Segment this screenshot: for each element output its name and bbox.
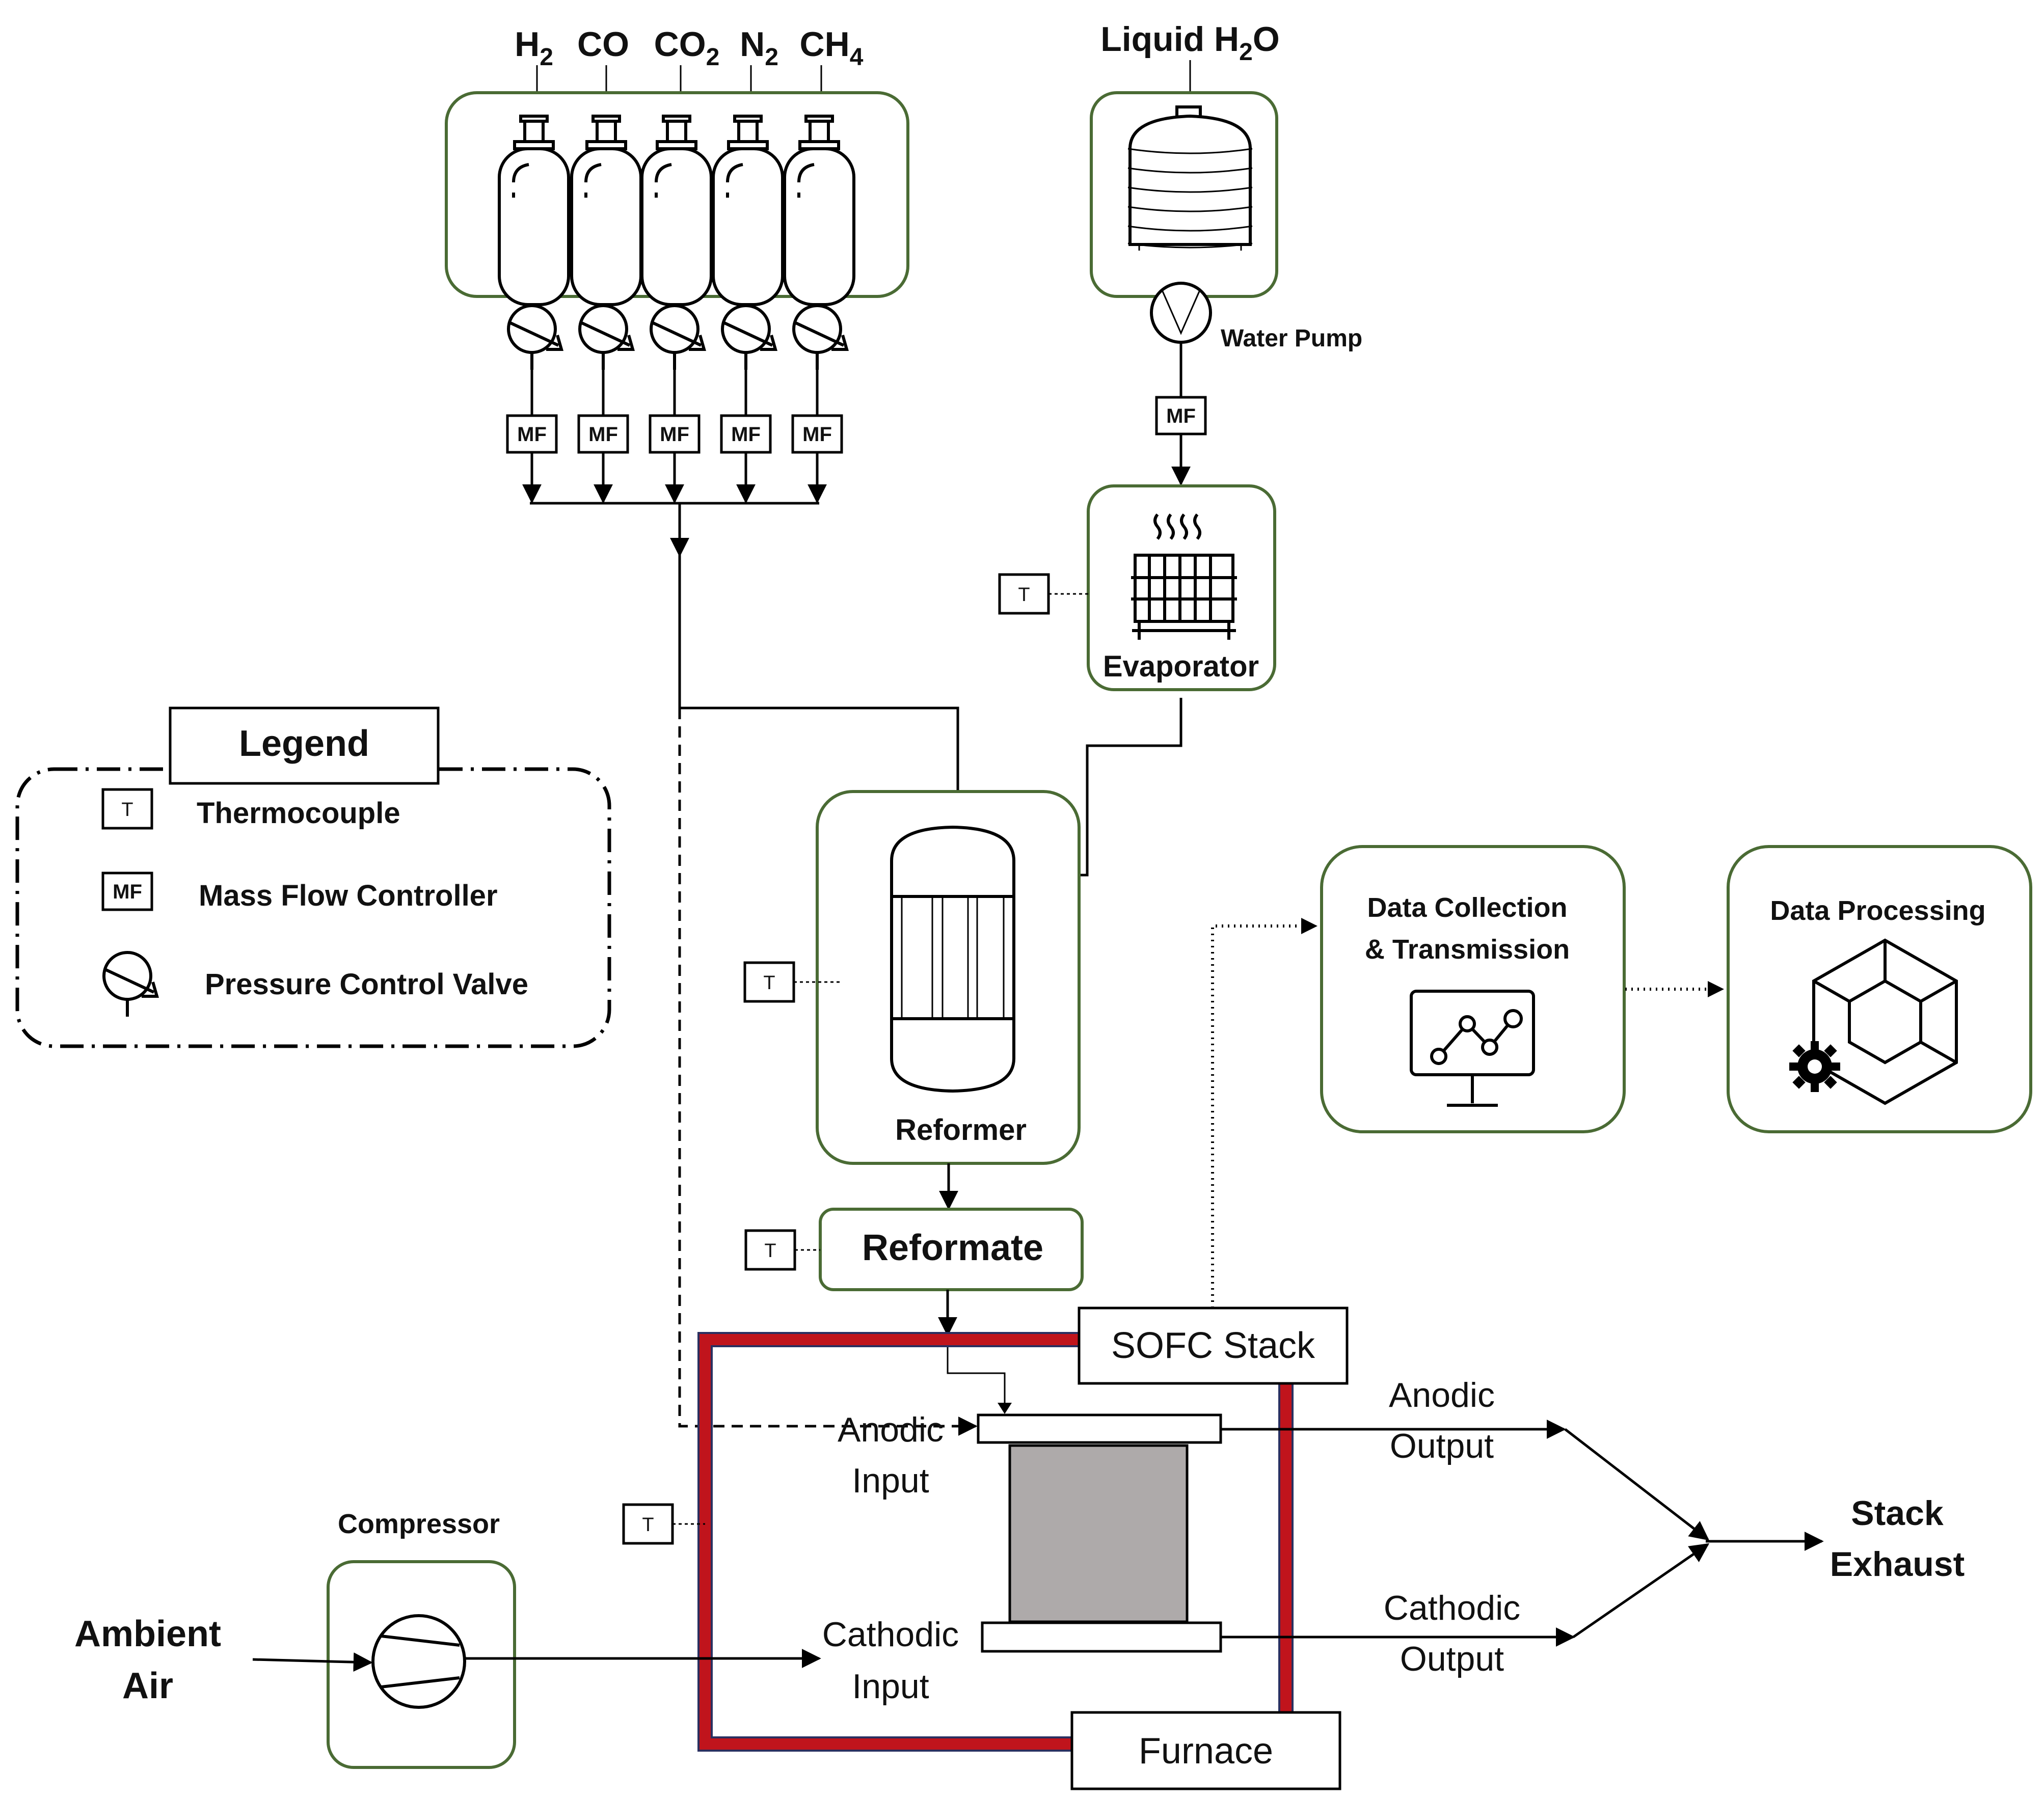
data-collection-box <box>1320 845 1626 1133</box>
sofc-stack-label-box <box>1078 1306 1349 1385</box>
air-to-compressor-arrow <box>252 1652 373 1672</box>
stack-exhaust-label: Stack <box>1851 1494 1944 1533</box>
stack-exhaust-label-2: Exhaust <box>1830 1545 1965 1584</box>
anodic-output-label: Anodic <box>1389 1376 1495 1414</box>
reformer-vessel-icon <box>890 825 1015 1093</box>
valve-to-mf-lines <box>530 370 819 416</box>
pressure-valve-icon <box>580 306 633 370</box>
mf-controller-co2 <box>650 416 699 452</box>
stack-body <box>1008 1444 1189 1623</box>
anode-plate <box>977 1413 1222 1444</box>
gas-label-ch4: CH4 <box>800 25 864 71</box>
reformate-label: Reformate <box>862 1228 1043 1268</box>
cube-gear-icon <box>1812 938 1958 1105</box>
compressor-icon <box>371 1614 466 1709</box>
mf-controller-n2 <box>721 416 770 452</box>
stack-to-data-dotted-line <box>1211 924 1306 1308</box>
mf-to-manifold-arrows <box>522 452 827 504</box>
gas-label-h2: H2 <box>515 25 553 71</box>
ambient-air-label: Ambient <box>74 1614 221 1654</box>
mf-controller-water <box>1157 397 1205 434</box>
ambient-air-label-2: Air <box>122 1666 173 1706</box>
gas-labels: H2 CO CO2 N2 CH4 <box>515 25 864 71</box>
anodic-output-label-2: Output <box>1390 1427 1494 1465</box>
gas-label-co2: CO2 <box>654 25 720 71</box>
anodic-merge-line <box>1564 1428 1710 1541</box>
gas-label-n2: N2 <box>740 25 778 71</box>
legend-title: Legend <box>239 723 369 764</box>
thermocouple-reformer <box>745 963 794 1001</box>
stack-to-data-arrowhead <box>1301 918 1317 934</box>
cathodic-output-label-2: Output <box>1400 1640 1504 1678</box>
data-processing-box <box>1727 845 2032 1133</box>
mf-controller-co <box>579 416 628 452</box>
legend-thermocouple-symbol <box>103 789 152 828</box>
heater-icon <box>1131 513 1237 640</box>
data-processing-label: Data Processing <box>1770 895 1985 926</box>
gear-icon <box>1789 1041 1840 1092</box>
cathode-plate <box>981 1621 1222 1653</box>
data-collection-label-2: & Transmission <box>1365 934 1570 965</box>
anodic-input-label: Anodic <box>838 1410 944 1449</box>
reformate-to-anode-line <box>947 1334 1006 1409</box>
mf-controller-ch4 <box>793 416 842 452</box>
thermocouple-evaporator <box>1000 575 1048 613</box>
cathodic-merge-line <box>1572 1543 1710 1639</box>
data-collection-label: Data Collection <box>1367 892 1567 923</box>
mass-flow-controllers <box>507 416 842 452</box>
furnace-label-box <box>1070 1711 1341 1790</box>
water-pump-label: Water Pump <box>1221 325 1362 352</box>
cathodic-input-label: Cathodic <box>822 1615 959 1654</box>
monitor-chart-icon <box>1410 990 1535 1107</box>
thermocouple-reformate <box>746 1231 795 1269</box>
pressure-valve-icon <box>508 306 561 370</box>
anodic-input-label-2: Input <box>852 1461 929 1500</box>
cathodic-input-label-2: Input <box>852 1667 929 1706</box>
water-tank-icon <box>1127 105 1253 251</box>
thermocouple-furnace <box>624 1505 673 1543</box>
legend-item-thermocouple: Thermocouple <box>197 797 400 830</box>
sofc-stack-label: SOFC Stack <box>1111 1325 1315 1366</box>
gas-label-co: CO <box>577 25 629 64</box>
reformate-to-anode-arrowhead <box>998 1403 1012 1414</box>
reformer-label: Reformer <box>895 1113 1027 1147</box>
pressure-valve-icon <box>722 306 775 370</box>
compressor-label: Compressor <box>338 1509 500 1539</box>
pressure-control-valves <box>508 306 847 370</box>
water-pump-icon <box>1150 282 1212 344</box>
data-to-processing-arrowhead <box>1708 981 1724 997</box>
pressure-valve-icon <box>794 306 847 370</box>
furnace-frame <box>697 1332 1294 1752</box>
furnace-label: Furnace <box>1139 1731 1273 1772</box>
legend-mf-symbol <box>103 873 152 910</box>
legend-title-box <box>169 706 440 785</box>
evaporator-label: Evaporator <box>1103 650 1259 683</box>
legend-item-pressure-valve: Pressure Control Valve <box>205 968 528 1001</box>
cathodic-output-label: Cathodic <box>1384 1589 1520 1627</box>
water-label: Liquid H2O <box>1100 20 1280 66</box>
pressure-valve-icon <box>651 306 704 370</box>
bypass-dashed-line <box>678 708 978 1436</box>
mf-controller-h2 <box>507 416 556 452</box>
legend-item-mass-flow: Mass Flow Controller <box>199 879 498 912</box>
